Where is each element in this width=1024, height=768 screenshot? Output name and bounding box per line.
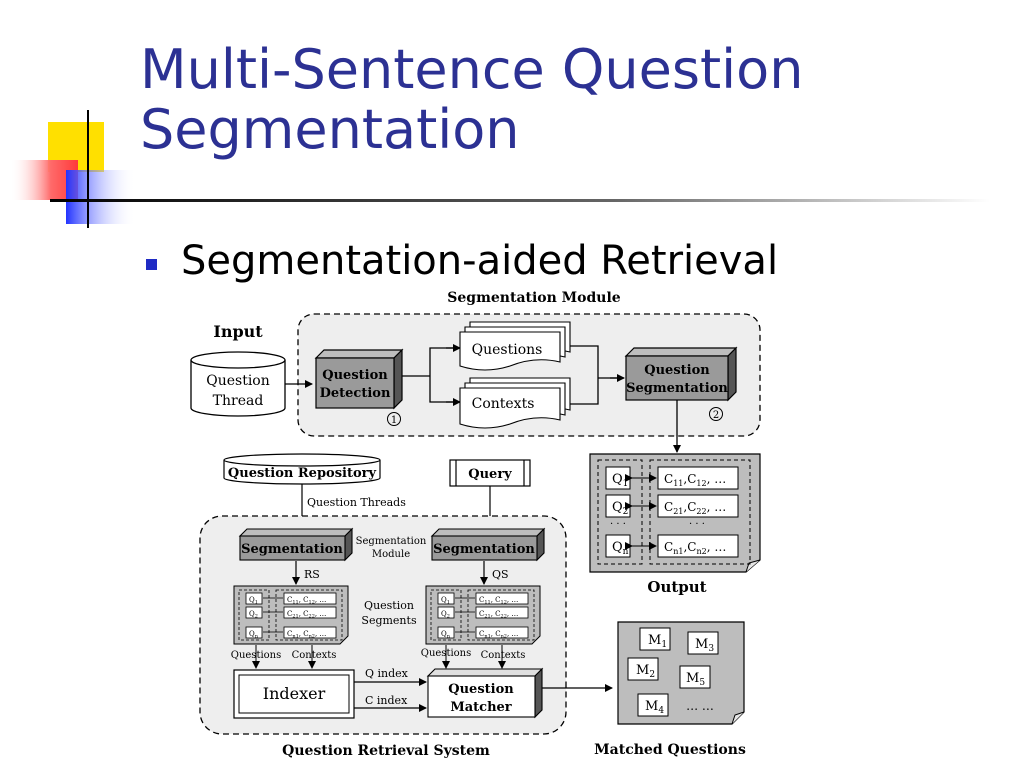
- slide-title-line2: Segmentation: [140, 98, 520, 161]
- bullet-text: Segmentation-aided Retrieval: [181, 238, 779, 284]
- bullet-square-icon: [146, 259, 157, 270]
- question-thread-label-2: Thread: [213, 393, 264, 409]
- input-label: Input: [213, 322, 263, 341]
- indexer-box: Indexer: [233, 669, 355, 719]
- contexts-label-right: Contexts: [481, 650, 526, 661]
- step-1-number: 1: [391, 415, 397, 426]
- query-segments-panel: Q1 C11, C12, … Q2 C21, C22, … Qn Cn1, Cn…: [425, 585, 541, 645]
- svg-text:C21,C22, …: C21,C22, …: [664, 500, 726, 516]
- svg-text:Cn1,Cn2, …: Cn1,Cn2, …: [664, 540, 726, 556]
- svg-text:Q1: Q1: [249, 596, 258, 606]
- contexts-document-stack: Contexts: [459, 377, 571, 429]
- segmentation-right-label: Segmentation: [433, 542, 535, 557]
- segmentation-box-left: Segmentation: [238, 527, 354, 562]
- question-matcher-box: Question Matcher: [426, 667, 544, 719]
- c-index-label: C index: [365, 694, 408, 707]
- output-dots-left: · · ·: [610, 519, 626, 530]
- step-2-circle: [709, 407, 723, 421]
- q-index-label: Q index: [365, 667, 409, 680]
- question-segmentation-box: Question Segmentation: [624, 346, 738, 402]
- svg-text:Q1: Q1: [612, 472, 628, 489]
- segmentation-module-box: [297, 313, 761, 437]
- svg-text:C21, C22, …: C21, C22, …: [479, 610, 518, 620]
- question-repository-cylinder: Question Repository: [223, 453, 381, 485]
- question-thread-cylinder: Question Thread: [190, 351, 286, 417]
- title-rule: [50, 199, 990, 202]
- question-detection-box: Question Detection: [314, 348, 404, 410]
- question-segmentation-label-1: Question: [644, 363, 710, 378]
- svg-text:Cn1, Cn2, …: Cn1, Cn2, …: [479, 630, 518, 640]
- contexts-label-left: Contexts: [292, 650, 337, 661]
- matched-questions-panel: M1 M3 M2 M5 M4 … …: [617, 621, 745, 725]
- repository-segments-panel: Q1 C11, C12, … Q2 C21, C22, … Qn Cn1, Cn…: [233, 585, 349, 645]
- svg-text:C11,C12, …: C11,C12, …: [664, 472, 726, 488]
- query-label: Query: [468, 467, 512, 482]
- step-2-number: 2: [713, 410, 719, 421]
- segmentation-module-small-2: Module: [372, 549, 410, 560]
- svg-text:M5: M5: [686, 671, 705, 688]
- step-1-circle: [387, 412, 401, 426]
- svg-text:M3: M3: [695, 637, 714, 654]
- question-retrieval-system-label: Question Retrieval System: [282, 743, 490, 759]
- question-detection-label-2: Detection: [320, 386, 391, 401]
- indexer-label: Indexer: [263, 684, 326, 703]
- matched-questions-label: Matched Questions: [594, 742, 746, 758]
- svg-text:Q2: Q2: [612, 500, 628, 517]
- question-thread-label-1: Question: [206, 373, 270, 389]
- svg-text:M1: M1: [648, 633, 667, 650]
- svg-text:Qn: Qn: [612, 540, 629, 557]
- contexts-doc-label: Contexts: [472, 396, 535, 412]
- slide-title: Multi-Sentence Question Segmentation: [140, 40, 1000, 160]
- svg-text:Q2: Q2: [249, 610, 258, 620]
- svg-text:Cn1, Cn2, …: Cn1, Cn2, …: [287, 630, 326, 640]
- question-segments-label-1: Question: [364, 599, 414, 612]
- questions-doc-label: Questions: [472, 342, 543, 358]
- segmentation-box-right: Segmentation: [430, 527, 546, 562]
- slide-title-line1: Multi-Sentence Question: [140, 38, 804, 101]
- question-detection-label-1: Question: [322, 368, 388, 383]
- svg-text:Qn: Qn: [249, 630, 259, 640]
- svg-text:Q1: Q1: [441, 596, 450, 606]
- slide-logo: [10, 110, 136, 228]
- svg-text:M4: M4: [645, 699, 664, 716]
- rs-label: RS: [304, 568, 320, 581]
- output-label: Output: [647, 578, 706, 596]
- matched-more-ellipsis: … …: [686, 699, 714, 713]
- output-dots-right: · · ·: [689, 519, 705, 530]
- question-matcher-label-1: Question: [448, 682, 514, 697]
- question-repository-label: Question Repository: [228, 466, 377, 481]
- svg-text:C11, C12, …: C11, C12, …: [479, 596, 518, 606]
- svg-text:C21, C22, …: C21, C22, …: [287, 610, 326, 620]
- output-row-n: Qn Cn1,Cn2, …: [605, 534, 739, 558]
- svg-text:C11, C12, …: C11, C12, …: [287, 596, 326, 606]
- qs-label: QS: [492, 568, 509, 581]
- question-matcher-label-2: Matcher: [450, 700, 511, 715]
- segmentation-module-label: Segmentation Module: [447, 290, 621, 306]
- output-row-2: Q2 C21,C22, …: [605, 494, 739, 518]
- questions-document-stack: Questions: [459, 321, 571, 371]
- logo-blue-bar: [66, 170, 136, 224]
- svg-text:M2: M2: [636, 663, 655, 680]
- svg-text:Qn: Qn: [441, 630, 451, 640]
- question-segmentation-label-2: Segmentation: [626, 381, 728, 396]
- svg-text:Q2: Q2: [441, 610, 450, 620]
- output-row-1: Q1 C11,C12, …: [605, 466, 739, 490]
- segmentation-module-small-1: Segmentation: [356, 536, 427, 547]
- segmentation-left-label: Segmentation: [241, 542, 343, 557]
- question-threads-label: Question Threads: [307, 496, 406, 509]
- query-box: Query: [449, 459, 531, 487]
- question-segments-label-2: Segments: [361, 614, 417, 627]
